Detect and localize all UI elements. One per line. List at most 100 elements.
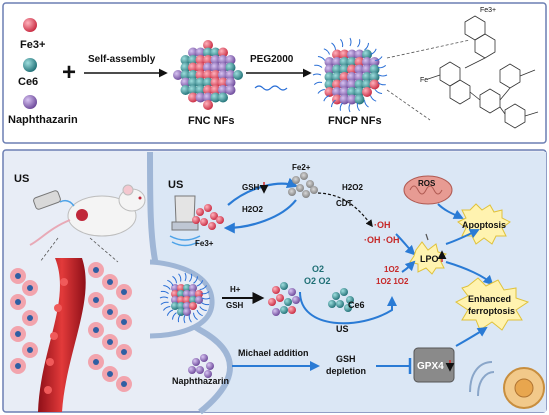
nanoparticle-unit: [362, 87, 372, 97]
nanoparticle-unit: [233, 70, 243, 80]
tumor-nucleus: [27, 347, 33, 353]
nanoparticle-unit: [347, 79, 357, 90]
nanoparticle-unit: [203, 40, 213, 50]
naphthazarin-particle: [192, 358, 200, 366]
nanoparticle-unit: [203, 77, 213, 88]
fe2-particle: [302, 190, 310, 198]
nanoparticle-unit: [177, 302, 185, 310]
peg-chain: [377, 65, 387, 69]
fe2-particle: [306, 180, 314, 188]
peg-chain: [374, 89, 383, 94]
peg-chain: [313, 81, 323, 85]
nanoparticle-unit: [369, 64, 380, 75]
nanoparticle-unit: [210, 62, 221, 73]
peg-chain: [356, 102, 360, 112]
chemical-structure: Fe3+ Fe: [420, 7, 539, 129]
nanoparticle-unit: [354, 79, 365, 90]
tumor-nucleus: [93, 359, 99, 365]
nanoparticle-unit: [354, 87, 365, 97]
ros-label: ROS: [418, 179, 436, 188]
ferroptosis-label: ferroptosis: [468, 306, 515, 316]
peg-chain: [370, 48, 377, 55]
us-probe-cell-icon: [169, 195, 201, 247]
peg-chain: [201, 297, 211, 300]
nanoparticle-unit: [180, 77, 191, 88]
nanoparticle-unit: [188, 70, 198, 80]
peg-chain: [162, 306, 171, 311]
released-particle: [280, 282, 288, 290]
nanoparticle-unit: [218, 55, 228, 65]
pdt-arrow: [299, 291, 397, 325]
nanoparticle-unit: [188, 77, 198, 88]
tumor-nucleus: [93, 297, 99, 303]
nanoparticle-unit: [210, 55, 221, 65]
self-assembly-label: Self-assembly: [88, 54, 156, 65]
nanoparticle-unit: [177, 284, 185, 292]
fe2-particle: [310, 186, 318, 194]
oh-radical-1: ·OH: [374, 220, 391, 230]
fe3-cell-label: Fe3+: [195, 239, 214, 248]
naphthazarin-legend-icon: [23, 95, 37, 109]
fe2-particle: [296, 184, 304, 192]
released-particle: [288, 306, 296, 314]
fe3-cluster: [192, 204, 224, 230]
gpx4-to-ferroptosis-arrow: [455, 326, 488, 347]
peg-chain: [348, 103, 351, 113]
nanoparticle-unit: [339, 72, 350, 82]
peg-chain: [312, 73, 322, 76]
fnc-nanoparticle: [173, 40, 243, 110]
peg-chain: [166, 309, 174, 316]
fe2-particle: [300, 172, 308, 180]
nanoparticle-unit: [203, 55, 213, 65]
nanoparticle-unit: [188, 55, 198, 65]
nanoparticle-unit: [339, 64, 350, 75]
nanoparticle-unit: [195, 92, 206, 103]
nanoparticle-unit: [180, 70, 191, 80]
nanoparticle-unit: [354, 64, 365, 75]
nanoparticle-unit: [210, 92, 221, 103]
nanoparticle-unit: [210, 85, 221, 95]
nanoparticle-unit: [225, 70, 236, 80]
tumor-nucleus: [121, 381, 127, 387]
peg-chain: [199, 306, 207, 311]
nanoparticle-unit: [347, 64, 357, 75]
naphthazarin-cell-label: Naphthazarin: [172, 376, 229, 386]
nanoparticle-unit: [339, 79, 350, 90]
zoom-line-bottom: [386, 89, 431, 121]
nanoparticle-unit: [189, 302, 197, 310]
nanoparticle-unit: [171, 296, 179, 304]
ce6-particle: [346, 296, 354, 304]
nanoparticle-unit: [369, 72, 380, 82]
tumor-cluster: [10, 262, 132, 392]
fe3-legend-label: Fe3+: [20, 39, 45, 51]
peg-chain: [364, 100, 369, 108]
peg-chain: [160, 301, 169, 305]
nanoparticle-unit: [203, 85, 213, 95]
nanoparticle-unit: [218, 70, 228, 80]
peg-chain: [163, 285, 171, 290]
cdt-arrow: [317, 192, 373, 228]
o2-top-label: O2: [312, 264, 324, 274]
nanoparticle-unit: [210, 77, 221, 88]
lpo-label: LPO: [420, 254, 439, 264]
naphthazarin-particle: [188, 366, 196, 374]
tumor-nucleus: [107, 371, 113, 377]
lpo-to-ferroptosis-arrow: [445, 261, 494, 286]
nanoparticle-unit: [180, 62, 191, 73]
so2-top-label: 1O2: [384, 265, 400, 274]
nanoparticle-unit: [195, 70, 206, 80]
peg-chain: [160, 290, 169, 294]
tumor-nucleus: [15, 299, 21, 305]
peg-chain: [201, 302, 210, 306]
nanoparticle-unit: [362, 49, 372, 60]
nanoparticle-unit: [195, 85, 206, 95]
mitochondria-icon: [403, 175, 453, 205]
nanoparticle-unit: [171, 284, 179, 292]
tumor-nucleus: [107, 339, 113, 345]
nanoparticle-unit: [188, 62, 198, 73]
us-probe-left-icon: [33, 190, 75, 210]
released-particle: [272, 308, 280, 316]
released-particle: [268, 298, 276, 306]
us-cell-label: US: [168, 179, 183, 191]
fe2-particle: [292, 176, 300, 184]
